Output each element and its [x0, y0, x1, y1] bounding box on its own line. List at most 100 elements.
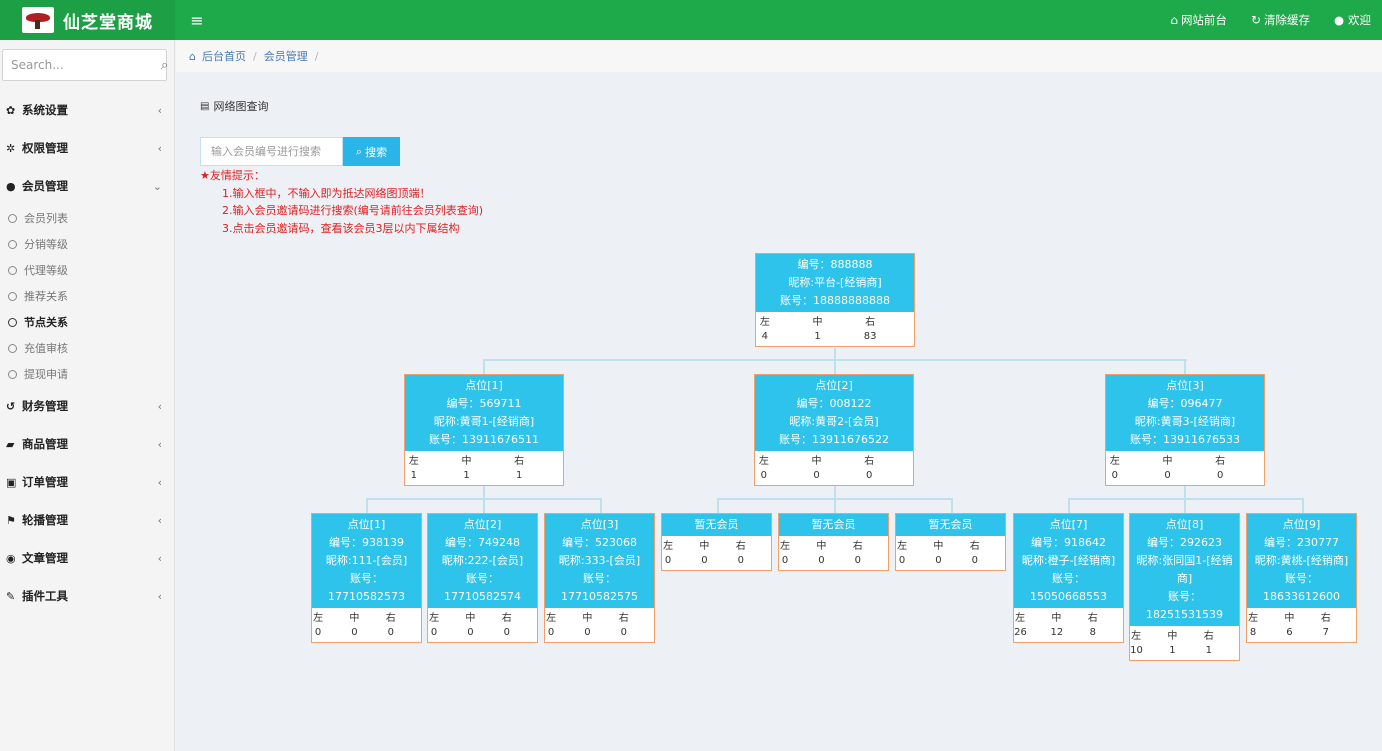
stat-value: 1	[463, 470, 470, 481]
subitem-referral[interactable]: 推荐关系	[0, 283, 174, 309]
subitem-distribution-level[interactable]: 分销等级	[0, 231, 174, 257]
tree-connector	[834, 486, 836, 499]
frontend-link[interactable]: ⌂ 网站前台	[1170, 12, 1227, 28]
stat-value: 8	[1249, 627, 1257, 638]
bars-icon[interactable]: ≡	[190, 10, 204, 30]
logo-area[interactable]: 仙芝堂商城	[0, 0, 175, 40]
sidebar-item-system[interactable]: ✿ 系统设置 ‹	[0, 91, 174, 129]
node-info-line: 账号：17710582573	[328, 572, 405, 603]
sidebar-item-label: 商品管理	[22, 437, 68, 451]
search-icon[interactable]: ⌕	[161, 57, 169, 73]
node-info-line: 账号：18888888888	[780, 294, 890, 307]
node-info-line: 账号：13911676522	[779, 433, 889, 446]
stat-label: 右	[865, 317, 876, 328]
flag-icon: ⚑	[6, 513, 16, 527]
stat-label: 右	[1320, 613, 1331, 624]
subitem-label: 分销等级	[24, 238, 68, 251]
user-menu[interactable]: ● 欢迎	[1334, 12, 1382, 28]
stat-value: 0	[467, 627, 474, 638]
user-icon: ●	[1334, 13, 1345, 27]
stat-value: 0	[1164, 470, 1171, 481]
tip-line: 3.点击会员邀请码，查看该会员3层以内下属结构	[222, 221, 460, 235]
node-info-line: 编号：230777	[1264, 536, 1339, 549]
subitem-member-list[interactable]: 会员列表	[0, 205, 174, 231]
sidebar-item-products[interactable]: ▰ 商品管理 ‹	[0, 425, 174, 463]
tree-connector	[366, 498, 368, 513]
sidebar-item-articles[interactable]: ◉ 文章管理 ‹	[0, 539, 174, 577]
breadcrumb-current[interactable]: 会员管理	[263, 50, 308, 63]
sidebar-item-finance[interactable]: ↺ 财务管理 ‹	[0, 387, 174, 425]
sidebar-item-label: 插件工具	[22, 589, 68, 603]
member-search-input[interactable]	[200, 137, 343, 166]
node-info-line: 点位[1]	[347, 518, 386, 531]
sidebar-item-label: 会员管理	[22, 179, 68, 193]
sidebar-item-orders[interactable]: ▣ 订单管理 ‹	[0, 463, 174, 501]
node-info: 暂无会员	[896, 514, 1005, 536]
stat-value: 0	[314, 627, 322, 638]
stat-label: 左	[546, 613, 557, 624]
chevron-left-icon: ‹	[157, 551, 162, 565]
sidebar-item-permission[interactable]: ✲ 权限管理 ‹	[0, 129, 174, 167]
stat-label: 右	[514, 456, 525, 467]
subitem-withdraw[interactable]: 提现申请	[0, 361, 174, 387]
clear-cache-link[interactable]: ↻ 清除缓存	[1251, 12, 1310, 28]
subitem-label: 提现申请	[24, 368, 68, 381]
stat-value: 0	[760, 470, 768, 481]
node-info-line: 点位[9]	[1282, 518, 1321, 531]
node-info-line: 点位[2]	[815, 379, 853, 392]
node-info-line: 编号：569711	[446, 397, 522, 410]
stat-label: 右	[618, 613, 629, 624]
stat-value: 6	[1286, 627, 1293, 638]
node-info: 暂无会员	[662, 514, 771, 536]
node-info-line: 编号：523068	[562, 536, 637, 549]
tree-connector	[1068, 498, 1070, 513]
stat-value: 10	[1130, 645, 1143, 656]
subitem-node-relations[interactable]: 节点关系	[0, 309, 174, 335]
breadcrumb-home[interactable]: 后台首页	[201, 50, 246, 63]
node-info-line: 编号：292623	[1147, 536, 1222, 549]
sidebar-item-plugins[interactable]: ✎ 插件工具 ‹	[0, 577, 174, 615]
sidebar-item-carousel[interactable]: ⚑ 轮播管理 ‹	[0, 501, 174, 539]
node-info-line: 昵称:黄桃-[经销商]	[1254, 554, 1349, 567]
tree-connector	[1184, 359, 1186, 374]
stat-value: 0	[547, 627, 555, 638]
stat-value: 1	[814, 331, 821, 342]
book-icon: ▰	[6, 437, 15, 451]
sidebar-search-input[interactable]	[11, 58, 161, 72]
history-icon: ↺	[6, 399, 16, 413]
subitem-recharge-review[interactable]: 充值审核	[0, 335, 174, 361]
node-info-line: 昵称:橙子-[经销商]	[1021, 554, 1116, 567]
node-info-line: 昵称:黄哥2-[会员]	[789, 415, 879, 428]
tree-connector	[1302, 498, 1304, 513]
sidebar-item-members[interactable]: ● 会员管理 ⌄	[0, 167, 174, 205]
stat-value: 0	[584, 627, 591, 638]
frontend-link-label: 网站前台	[1180, 13, 1227, 27]
subitem-agent-level[interactable]: 代理等级	[0, 257, 174, 283]
search-button[interactable]: ⌕ 搜索	[343, 137, 400, 166]
